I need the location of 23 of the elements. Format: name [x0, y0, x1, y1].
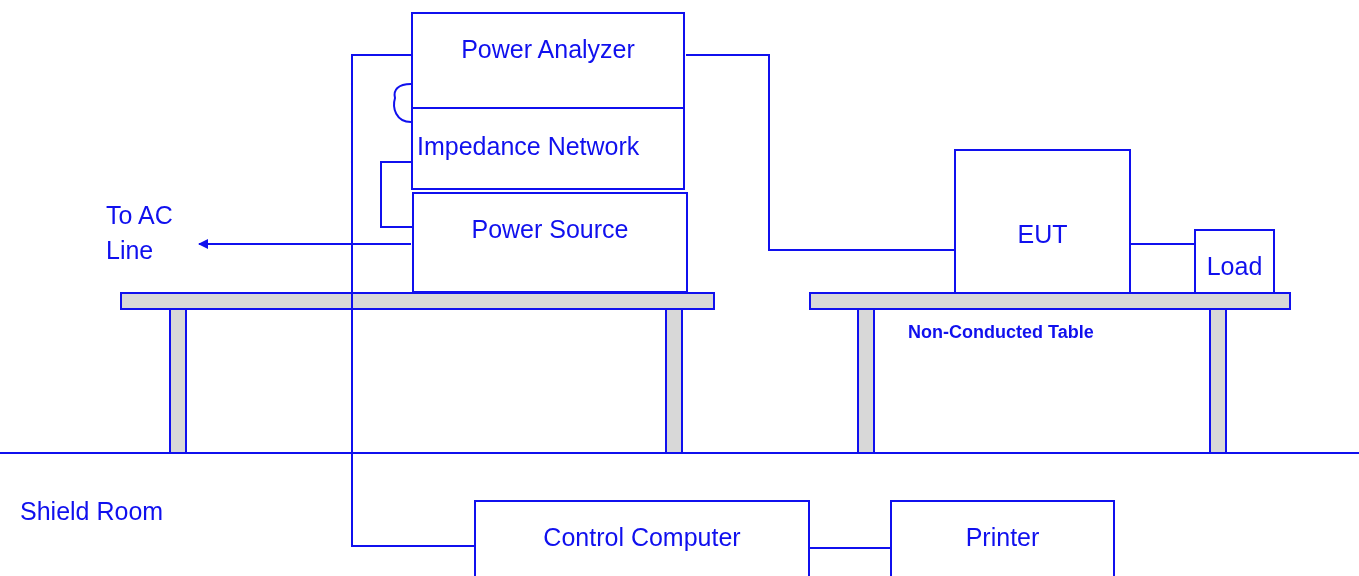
equipment-box	[411, 12, 685, 109]
equipment-label: EUT	[1017, 219, 1068, 249]
equipment-label: Power Analyzer	[461, 34, 635, 64]
room-label: Shield Room	[20, 497, 164, 526]
equipment-label: Printer	[965, 522, 1040, 552]
equipment-box	[412, 192, 688, 293]
cable-line	[1130, 243, 1195, 245]
equipment-label: Power Source	[471, 214, 629, 244]
equipment-label: Impedance Network	[417, 131, 640, 161]
equipment-label: Control Computer	[543, 522, 741, 552]
table-label: Non-Conducted Table	[908, 322, 1094, 343]
equipment-box	[954, 149, 1131, 294]
cable-line	[380, 161, 413, 228]
equipment-box	[1194, 229, 1275, 294]
equipment-box	[474, 500, 810, 576]
equipment-label: Load	[1206, 251, 1263, 281]
cable-line	[809, 547, 891, 549]
arrow	[198, 239, 412, 249]
cable-line	[685, 54, 955, 251]
destination-label: To AC Line	[106, 198, 198, 270]
cable-line	[351, 54, 475, 547]
equipment-box	[890, 500, 1115, 576]
equipment-box	[411, 107, 685, 190]
